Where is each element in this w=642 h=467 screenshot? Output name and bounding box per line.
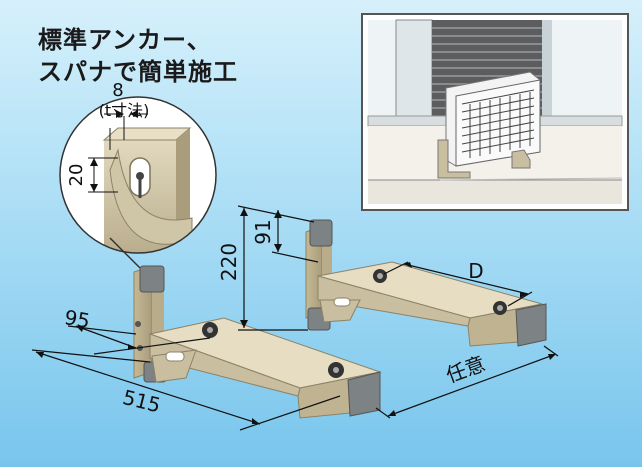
dim-height-91: 91 — [251, 219, 275, 244]
dim-height-220: 220 — [217, 243, 241, 281]
detail-t-value: 8 — [112, 80, 123, 101]
dim-spacing-arbitrary: 任意 — [443, 351, 489, 387]
dim-length-515: 515 — [120, 385, 163, 418]
headline-line-2: スパナで簡単施工 — [38, 58, 238, 86]
bracket-front — [133, 265, 382, 419]
dimension-arrowheads — [36, 208, 556, 424]
headline-line-1: 標準アンカー、 — [38, 26, 212, 54]
anchor-detail-circle: 8 (t寸法) 20 — [59, 80, 217, 269]
dim-width-95: 95 — [63, 305, 92, 333]
detail-t-label: (t寸法) — [99, 101, 150, 120]
bracket-rear — [305, 219, 547, 347]
dim-depth-d: D — [468, 259, 483, 283]
detail-height-value: 20 — [66, 164, 87, 187]
install-scene-inset — [361, 13, 629, 211]
